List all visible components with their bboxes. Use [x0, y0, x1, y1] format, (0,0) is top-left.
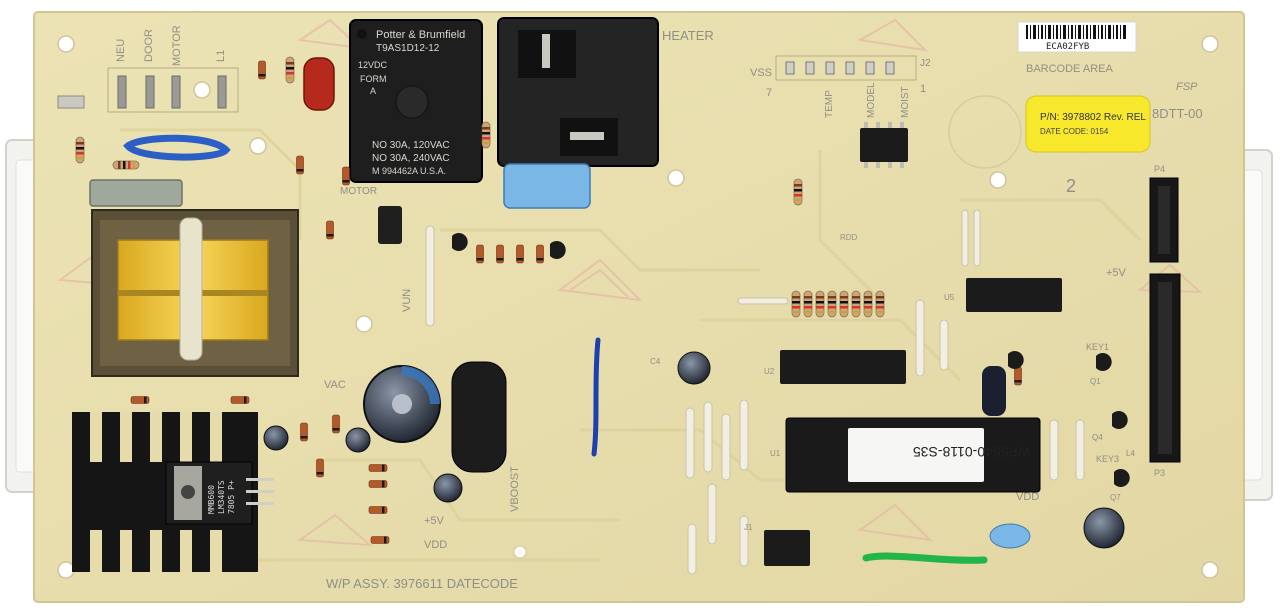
heater-connector	[497, 17, 659, 167]
label-vac: VAC	[324, 379, 346, 391]
ic-8pin-top	[860, 122, 908, 168]
label-motor-mid: MOTOR	[340, 186, 377, 197]
label-key3: KEY3	[1096, 454, 1119, 464]
small-switch-part	[378, 206, 402, 244]
relay-brand: Potter & Brumfield	[376, 29, 465, 41]
label-moist: MOIST	[900, 86, 911, 118]
label-j2: J2	[920, 58, 931, 69]
label-plus5v-right: +5V	[1106, 267, 1127, 279]
relay-part: M 994462A U.S.A.	[372, 166, 446, 176]
inductor	[451, 361, 507, 473]
label-u2: U2	[764, 367, 775, 376]
label-temp: TEMP	[824, 90, 835, 118]
label-vdd-left: VDD	[424, 539, 447, 551]
yellow-label-pn: P/N: 3978802 Rev. REL	[1040, 112, 1146, 123]
jumper-wires	[425, 209, 1085, 575]
regulator-text-2: LM340TS	[217, 480, 226, 514]
heatsink	[72, 412, 274, 572]
connector-p4	[1149, 177, 1179, 263]
blue-wire-loop	[123, 134, 231, 161]
label-l4: L4	[1126, 449, 1135, 458]
label-p3: P3	[1154, 468, 1165, 478]
label-u5: U5	[944, 293, 955, 302]
label-digit-2: 2	[1066, 176, 1076, 196]
label-q7: Q7	[1110, 493, 1121, 502]
barcode-area-label: BARCODE AREA	[1026, 63, 1113, 75]
yellow-label-date: DATE CODE: 0154	[1040, 127, 1109, 136]
blue-marker-line	[591, 337, 601, 457]
label-vss: VSS	[750, 67, 772, 79]
relay-model: T9AS1D12-12	[376, 43, 440, 54]
header-temp-model-moist	[775, 55, 917, 81]
electrolytic-capacitors	[263, 351, 1125, 549]
transformer	[91, 209, 299, 377]
relay-form: FORM	[360, 74, 387, 84]
microcontroller	[785, 417, 1041, 493]
label-c4: C4	[650, 357, 661, 366]
label-door: DOOR	[143, 29, 155, 62]
label-neu: NEU	[115, 39, 127, 62]
green-marker-line	[862, 552, 988, 564]
label-1: 1	[920, 83, 926, 95]
label-vboost: VBOOST	[509, 466, 521, 512]
ic-u2	[780, 350, 906, 384]
relay-rating-1: NO 30A, 120VAC	[372, 140, 450, 151]
label-q4: Q4	[1092, 433, 1103, 442]
power-resistor	[89, 179, 183, 207]
barcode-text: ECA02FYB	[1046, 42, 1089, 52]
board-code: 8DTT-00	[1152, 106, 1203, 121]
label-heater: HEATER	[662, 28, 714, 43]
regulator-text-1: MMB600	[207, 485, 216, 514]
relay-voltage: 12VDC	[358, 60, 388, 70]
yellow-label	[1025, 95, 1151, 153]
ic-u5	[966, 278, 1062, 312]
mounting-holes	[57, 35, 1219, 579]
ic-8pin-bottom	[764, 530, 810, 566]
label-vun: VUN	[401, 289, 413, 312]
film-capacitor	[503, 163, 591, 209]
relay	[349, 19, 483, 183]
spade-terminals	[57, 67, 239, 113]
label-motor-top: MOTOR	[171, 25, 183, 66]
label-j1: J1	[744, 523, 753, 532]
label-key1: KEY1	[1086, 342, 1109, 352]
label-plus5v: +5V	[424, 515, 445, 527]
label-fsp: FSP	[1176, 81, 1198, 93]
red-capacitor	[303, 57, 335, 111]
label-q1: Q1	[1090, 377, 1101, 386]
label-u1: U1	[770, 449, 781, 458]
relay-rating-2: NO 30A, 240VAC	[372, 153, 450, 164]
connector-p3	[1149, 273, 1181, 463]
label-l1: L1	[215, 50, 227, 62]
fingerprint-smudge	[948, 95, 1022, 169]
label-model: MODEL	[866, 82, 877, 118]
label-rdd: RDD	[840, 233, 858, 242]
chip-label: WP5540-0118-S35	[913, 444, 1031, 460]
label-7: 7	[766, 87, 772, 99]
barcode-sticker	[1017, 21, 1137, 53]
label-p4: P4	[1154, 164, 1165, 174]
relay-form-letter: A	[370, 86, 376, 96]
regulator-text-3: 7805 P+	[227, 480, 236, 514]
assy-text: W/P ASSY. 3976611 DATECODE	[326, 576, 518, 591]
label-vdd-right: VDD	[1016, 491, 1039, 503]
